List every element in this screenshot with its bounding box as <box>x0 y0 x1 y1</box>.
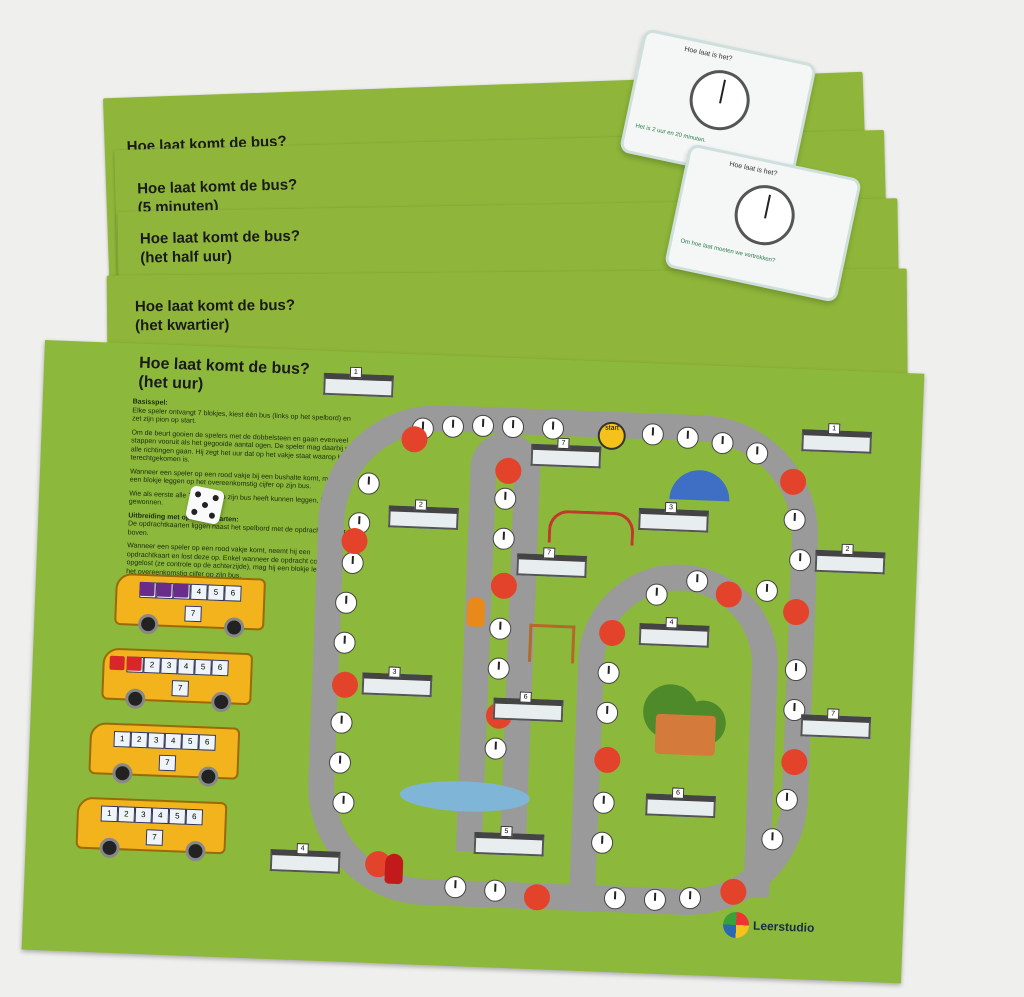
bus-seat: 4 <box>151 807 170 825</box>
bus-seat-extra: 7 <box>145 829 164 846</box>
bus-seat: 5 <box>181 733 199 751</box>
bus-seat: 5 <box>194 658 212 676</box>
playground-slide <box>654 713 717 757</box>
bus-seat: 2 <box>130 731 149 749</box>
bus-stop-number: 1 <box>827 423 841 435</box>
player-bus-1[interactable]: 1 2 3 4 5 6 7 <box>114 572 267 638</box>
bus-seat: 6 <box>185 808 204 826</box>
bus-stop: 6 <box>645 787 716 819</box>
bus-wheel <box>223 617 245 638</box>
bus-stop: 6 <box>492 691 564 723</box>
rules-win: Wie als eerste alle 7 blokjes op zijn bu… <box>128 489 337 507</box>
bus-stop: 4 <box>269 843 341 874</box>
bus-stop-number: 6 <box>519 691 532 703</box>
bus-seat: 6 <box>224 585 242 602</box>
bus-stop: 2 <box>388 499 459 530</box>
bus-seat: 1 <box>113 730 132 748</box>
dice-pip <box>201 501 209 509</box>
bus-stop: 7 <box>516 547 588 578</box>
bus-seat: 3 <box>134 806 153 824</box>
bus-wheel <box>185 840 206 862</box>
swing <box>528 623 576 664</box>
dice[interactable] <box>184 484 226 526</box>
red-block[interactable] <box>126 656 142 671</box>
bus-seat: 6 <box>198 734 216 751</box>
purple-block[interactable] <box>139 581 155 597</box>
bus-wheel <box>210 691 232 713</box>
bus-stop-number: 1 <box>349 366 363 379</box>
card-clock-icon <box>684 64 756 136</box>
purple-block[interactable] <box>173 583 189 598</box>
card-side-text: Om hoe laat moeten we vertrekken? <box>679 238 776 265</box>
monkey-bars <box>547 509 635 546</box>
bus-stop: 5 <box>473 825 545 857</box>
red-pawn[interactable] <box>384 853 404 885</box>
bus-stop-number: 2 <box>414 499 428 511</box>
bus-seat: 6 <box>211 659 229 677</box>
player-bus-3[interactable]: 1 2 3 4 5 6 7 <box>88 722 241 787</box>
bus-seat: 2 <box>143 657 161 674</box>
bus-stop-number: 3 <box>388 666 401 678</box>
dice-pip <box>208 512 216 520</box>
bus-stop-number: 6 <box>671 787 685 799</box>
card-top-text: Hoe laat is het? <box>683 45 733 63</box>
bus-stop-number: 5 <box>500 825 513 838</box>
bus-stop: 1 <box>801 423 873 454</box>
dice-pip <box>212 494 220 502</box>
bus-seat: 4 <box>164 732 182 750</box>
bus-wheel <box>99 837 120 859</box>
bus-stop-number: 7 <box>542 547 556 559</box>
bus-stop-number: 7 <box>557 437 570 450</box>
leerstudio-logo-icon <box>722 911 750 939</box>
bus-wheel <box>197 766 219 787</box>
bus-stop: 1 <box>323 366 394 398</box>
board-title: Hoe laat komt de bus? (het uur) <box>138 354 311 394</box>
bus-seat: 4 <box>190 583 208 601</box>
bus-seat: 5 <box>207 584 225 602</box>
bus-wheel <box>124 688 146 710</box>
bus-stop-number: 7 <box>827 708 840 720</box>
stack-title-3: Hoe laat komt de bus? (het half uur) <box>139 227 301 267</box>
bus-stop: 2 <box>814 543 886 575</box>
rules-busstop: Wanneer een speler op een rood vakje bij… <box>129 467 345 491</box>
bus-seat: 3 <box>160 657 178 675</box>
bus-seat-extra: 7 <box>171 680 190 697</box>
player-bus-4[interactable]: 1 2 3 4 5 6 7 <box>75 796 228 862</box>
red-block[interactable] <box>109 655 125 671</box>
player-bus-2[interactable]: 1 2 3 4 5 6 7 <box>101 647 254 713</box>
bus-seat: 5 <box>168 808 187 825</box>
brand-name: Leerstudio <box>752 918 815 935</box>
bus-wheel <box>137 613 159 635</box>
bus-stop: 3 <box>361 666 433 698</box>
card-clock-icon <box>729 179 801 251</box>
bus-stop-number: 2 <box>841 543 854 556</box>
bus-seat-extra: 7 <box>184 605 202 623</box>
bus-wheel <box>112 762 133 784</box>
stack-title-4: Hoe laat komt de bus? (het kwartier) <box>134 296 296 335</box>
bus-stop: 3 <box>638 501 709 533</box>
bus-stop-number: 4 <box>665 617 678 629</box>
bus-stop: 4 <box>638 617 710 648</box>
bus-seat: 1 <box>100 805 119 823</box>
orange-pawn[interactable] <box>466 596 486 628</box>
dice-pip <box>194 490 202 498</box>
bus-stop-number: 4 <box>296 843 309 855</box>
bus-seat-extra: 7 <box>158 754 177 772</box>
purple-block[interactable] <box>156 582 172 598</box>
brand-logo: Leerstudio <box>722 911 815 940</box>
bus-seat: 2 <box>117 806 136 823</box>
bus-seat: 3 <box>147 732 166 749</box>
bus-stop: 7 <box>530 437 602 469</box>
bus-stop-number: 3 <box>664 501 678 514</box>
bus-seat: 4 <box>177 658 195 675</box>
rules-turn: Om de beurt gooien de spelers met de dob… <box>130 428 351 464</box>
bus-stop: 7 <box>800 708 872 739</box>
game-board: Hoe laat komt de bus? (het uur) Basisspe… <box>21 340 925 984</box>
card-top-text: Hoe laat is het? <box>728 160 778 178</box>
dice-pip <box>190 508 198 516</box>
